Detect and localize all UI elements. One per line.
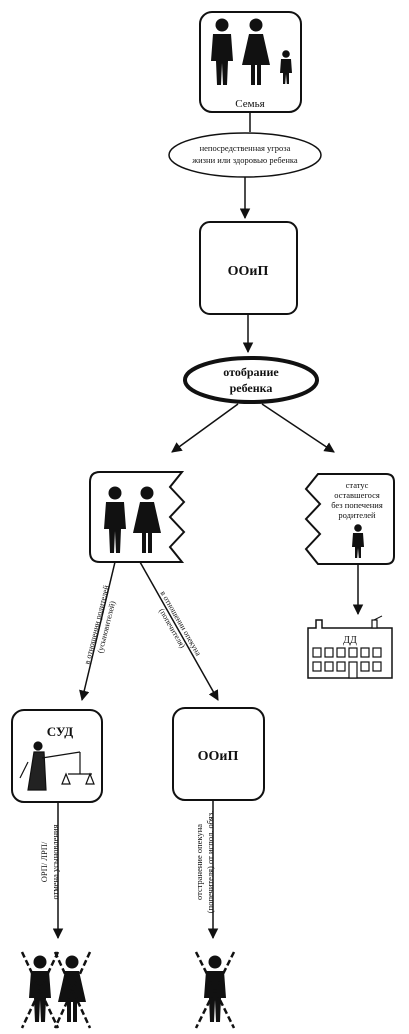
status-text-line4: родителей (338, 510, 376, 520)
threat-text-line1: непосредственная угроза (200, 143, 291, 153)
edge-label-court-line2: отмена усыновления (50, 824, 60, 899)
status-text-line2: оставшегося (334, 490, 380, 500)
edge-label-parents: в отношении родителей (усыновителей) (82, 584, 117, 665)
ooip-bottom-node: ООиП (172, 707, 265, 801)
family-label: Семья (235, 98, 264, 110)
children-home-building: ДД (307, 615, 393, 679)
crossed-parents-icon (20, 951, 92, 1029)
threat-text-line2: жизни или здоровью ребенка (191, 155, 298, 165)
themis-icon (19, 741, 95, 791)
removal-node: отобрание ребенка (183, 356, 319, 404)
dd-label: ДД (343, 635, 357, 646)
ooip-bottom-label: ООиП (198, 749, 239, 764)
edge-label-guardian: в отношении опекуна (попечителя) (157, 589, 203, 657)
building-icon (307, 619, 393, 679)
parents-node (89, 471, 186, 563)
crossed-guardian-icon (194, 951, 236, 1029)
arrow-parents-ooip (139, 561, 219, 701)
building-door (348, 661, 358, 679)
edge-label-court: ОРП/ ЛРП/ отмена усыновления (39, 824, 60, 899)
court-label: СУД (47, 724, 73, 739)
arrow-removal-parents (171, 403, 239, 453)
edge-label-ooip-line2: (попечителя) от испол. обяз. (205, 811, 215, 913)
removal-text-line1: отобрание (223, 365, 279, 379)
court-node: СУД (11, 709, 103, 803)
edge-label-ooip-line1: отстранение опекуна (194, 824, 204, 900)
family-node: Семья (199, 11, 302, 113)
threat-node: непосредственная угроза жизни или здоров… (168, 132, 322, 178)
status-node: статус оставшегося без попечения родител… (304, 473, 395, 565)
arrow-removal-status (261, 403, 335, 453)
ooip-top-node: ООиП (199, 221, 298, 315)
status-text-line1: статус (346, 480, 369, 490)
arrow-parents-court (79, 561, 116, 702)
ooip-top-label: ООиП (228, 264, 269, 279)
edge-label-ooip: отстранение опекуна (попечителя) от испо… (194, 811, 215, 913)
edge-label-court-line1: ОРП/ ЛРП/ (39, 841, 49, 882)
removal-text-line2: ребенка (230, 381, 273, 395)
status-text-line3: без попечения (331, 500, 383, 510)
